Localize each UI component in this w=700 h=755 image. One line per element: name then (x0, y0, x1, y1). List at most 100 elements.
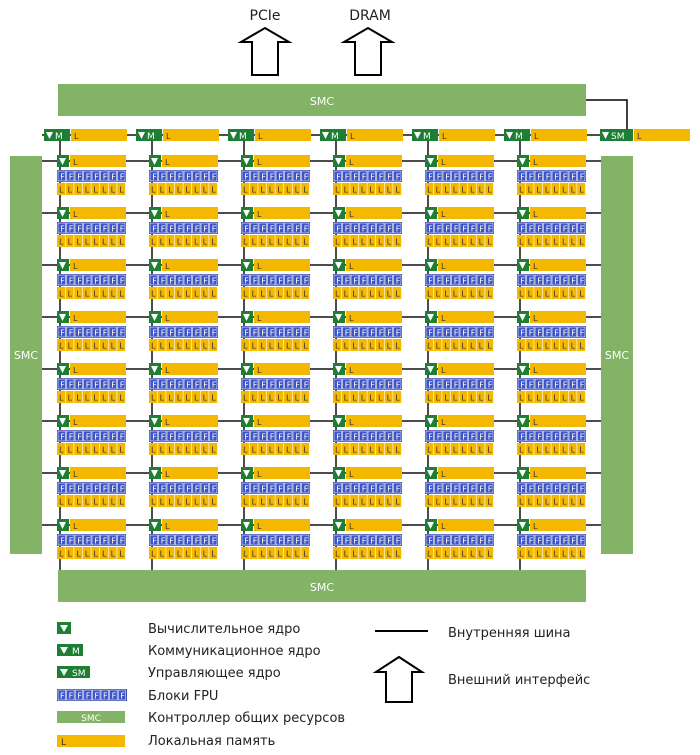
tile-r8-c5-local-8 (485, 547, 494, 559)
tile-r4-c1-local-2 (65, 339, 74, 351)
tile-r5-c4-fpu-6 (376, 378, 385, 390)
tile-r2-c4-local-label-4: L (361, 238, 366, 247)
tile-r4-c6-local-memory (530, 311, 586, 323)
tile-r4-c6-fpu-label-4: F (546, 329, 551, 338)
tile-r8-c3-local-4 (266, 547, 275, 559)
legend-fpu-letter-3: F (77, 692, 82, 701)
tile-r6-c4-local-label-2: L (344, 446, 349, 455)
tile-r4-c3-local-6 (284, 339, 292, 351)
tile-r8-c2-local-label-3: L (168, 550, 173, 559)
tile-r7-c1-local-memory (70, 467, 126, 479)
tile-r7-c2-local-5 (183, 495, 192, 507)
tile-r6-c4-fpu-label-5: F (370, 433, 375, 442)
tile-r4-c4-fpu-label-5: F (370, 329, 375, 338)
tile-r6-c1-local-label-8: L (119, 446, 124, 455)
tile-r8-c3-fpu-label-5: F (278, 537, 283, 546)
tile-r3-c1-local-label-3: L (76, 290, 81, 299)
tile-r2-c4-local-4 (358, 235, 367, 247)
tile-r6-c4-local-3 (350, 443, 359, 455)
legend-bus-label: Внутренняя шина (448, 626, 571, 641)
tile-r1-c6-fpu-8 (577, 170, 586, 182)
tile-r5-c2-fpu-2 (158, 378, 167, 390)
tile-r6-c6-fpu-label-8: F (580, 433, 585, 442)
tile-r8-c1-local-7 (108, 547, 117, 559)
tile-r2-c3-local-label-6: L (286, 238, 291, 247)
tile-r6-c3-local-memory-label: L (257, 418, 262, 427)
smc-right-label: SMC (605, 349, 629, 362)
tile-r2-c3-local-7 (292, 235, 301, 247)
tile-r7-c1-fpu-label-3: F (77, 485, 82, 494)
tile-r4-c2-fpu-2 (158, 326, 167, 338)
tile-r6-c3-fpu-7 (292, 430, 301, 442)
tile-r3-c1-fpu-label-3: F (77, 277, 82, 286)
tile-r3-c4-fpu-7 (384, 274, 393, 286)
tile-r1-c2-local-label-4: L (177, 186, 182, 195)
tile-r6-c3-local-label-7: L (295, 446, 300, 455)
tile-r1-c5-local-2 (433, 183, 442, 195)
tile-r2-c3-fpu-8 (301, 222, 310, 234)
tile-r3-c5-local-label-7: L (479, 290, 484, 299)
tile-r7-c6-local-6 (560, 495, 568, 507)
tile-r7-c3-fpu-label-7: F (295, 485, 300, 494)
tile-r6-c5-fpu-label-4: F (454, 433, 459, 442)
tile-r8-c3-fpu-1 (241, 534, 250, 546)
tile-r3-c4-compute-core-triangle (335, 262, 342, 269)
tile-r7-c3-fpu-label-5: F (278, 485, 283, 494)
tile-r1-c4-local-label-7: L (387, 186, 392, 195)
tile-r8-c2-fpu-label-2: F (161, 537, 166, 546)
tile-r4-c4-local-7 (384, 339, 393, 351)
tile-r5-c2-local-5 (183, 391, 192, 403)
tile-r3-c3-fpu-label-4: F (270, 277, 275, 286)
tile-r8-c4-fpu-label-2: F (345, 537, 350, 546)
tile-r1-c5-fpu-2 (434, 170, 443, 182)
comm-core-5-triangle (414, 132, 421, 139)
tile-r1-c1-local-8 (117, 183, 126, 195)
tile-r5-c5-local-8 (485, 391, 494, 403)
tile-r2-c1-fpu-label-7: F (111, 225, 116, 234)
tile-r4-c6-local-2 (525, 339, 534, 351)
tile-r5-c2-fpu-6 (192, 378, 201, 390)
tile-r4-c4-local-memory-label: L (349, 314, 354, 323)
smc-right (601, 156, 633, 554)
tile-r8-c5-local-label-2: L (436, 550, 441, 559)
tile-r5-c1-local-2 (65, 391, 74, 403)
tile-r2-c3-fpu-label-3: F (261, 225, 266, 234)
tile-r6-c2-local-label-8: L (211, 446, 216, 455)
tile-r5-c1-local-5 (91, 391, 100, 403)
tile-r2-c2-local-label-3: L (168, 238, 173, 247)
tile-r1-c2-local-label-5: L (185, 186, 190, 195)
tile-r1-c1-fpu-label-1: F (60, 173, 65, 182)
tile-r2-c1-fpu-2 (66, 222, 75, 234)
tile-r2-c2-local-label-6: L (194, 238, 199, 247)
tile-r8-c1-fpu-label-5: F (94, 537, 99, 546)
tile-r2-c4-local-label-3: L (352, 238, 357, 247)
tile-r3-c1-fpu-label-5: F (94, 277, 99, 286)
tile-r6-c5-fpu-5 (459, 430, 468, 442)
tile-r7-c6-local-4 (542, 495, 551, 507)
tile-r6-c3-local-label-4: L (269, 446, 274, 455)
tile-r4-c2-local-label-4: L (177, 342, 182, 351)
tile-r2-c4-local-memory (346, 207, 402, 219)
tile-r6-c4-fpu-label-4: F (362, 433, 367, 442)
tile-r2-c3-fpu-label-4: F (270, 225, 275, 234)
tile-r6-c4-local-label-1: L (335, 446, 340, 455)
tile-r8-c2-local-5 (183, 547, 192, 559)
comm-core-3-text: M (239, 132, 247, 142)
tile-r7-c1-fpu-label-8: F (120, 485, 125, 494)
tile-r3-c1-fpu-label-1: F (60, 277, 65, 286)
tile-r3-c4-fpu-label-8: F (396, 277, 401, 286)
tile-r7-c5-fpu-8 (485, 482, 494, 494)
tile-r1-c2-local-label-2: L (160, 186, 165, 195)
smc-left-label: SMC (14, 349, 38, 362)
tile-r8-c2-local-label-1: L (151, 550, 156, 559)
tile-r6-c6-local-5 (551, 443, 560, 455)
tile-r5-c1-local-label-5: L (93, 394, 98, 403)
tile-r8-c6-local-4 (542, 547, 551, 559)
tile-r3-c6-fpu-label-1: F (520, 277, 525, 286)
tile-r3-c5-local-4 (450, 287, 459, 299)
